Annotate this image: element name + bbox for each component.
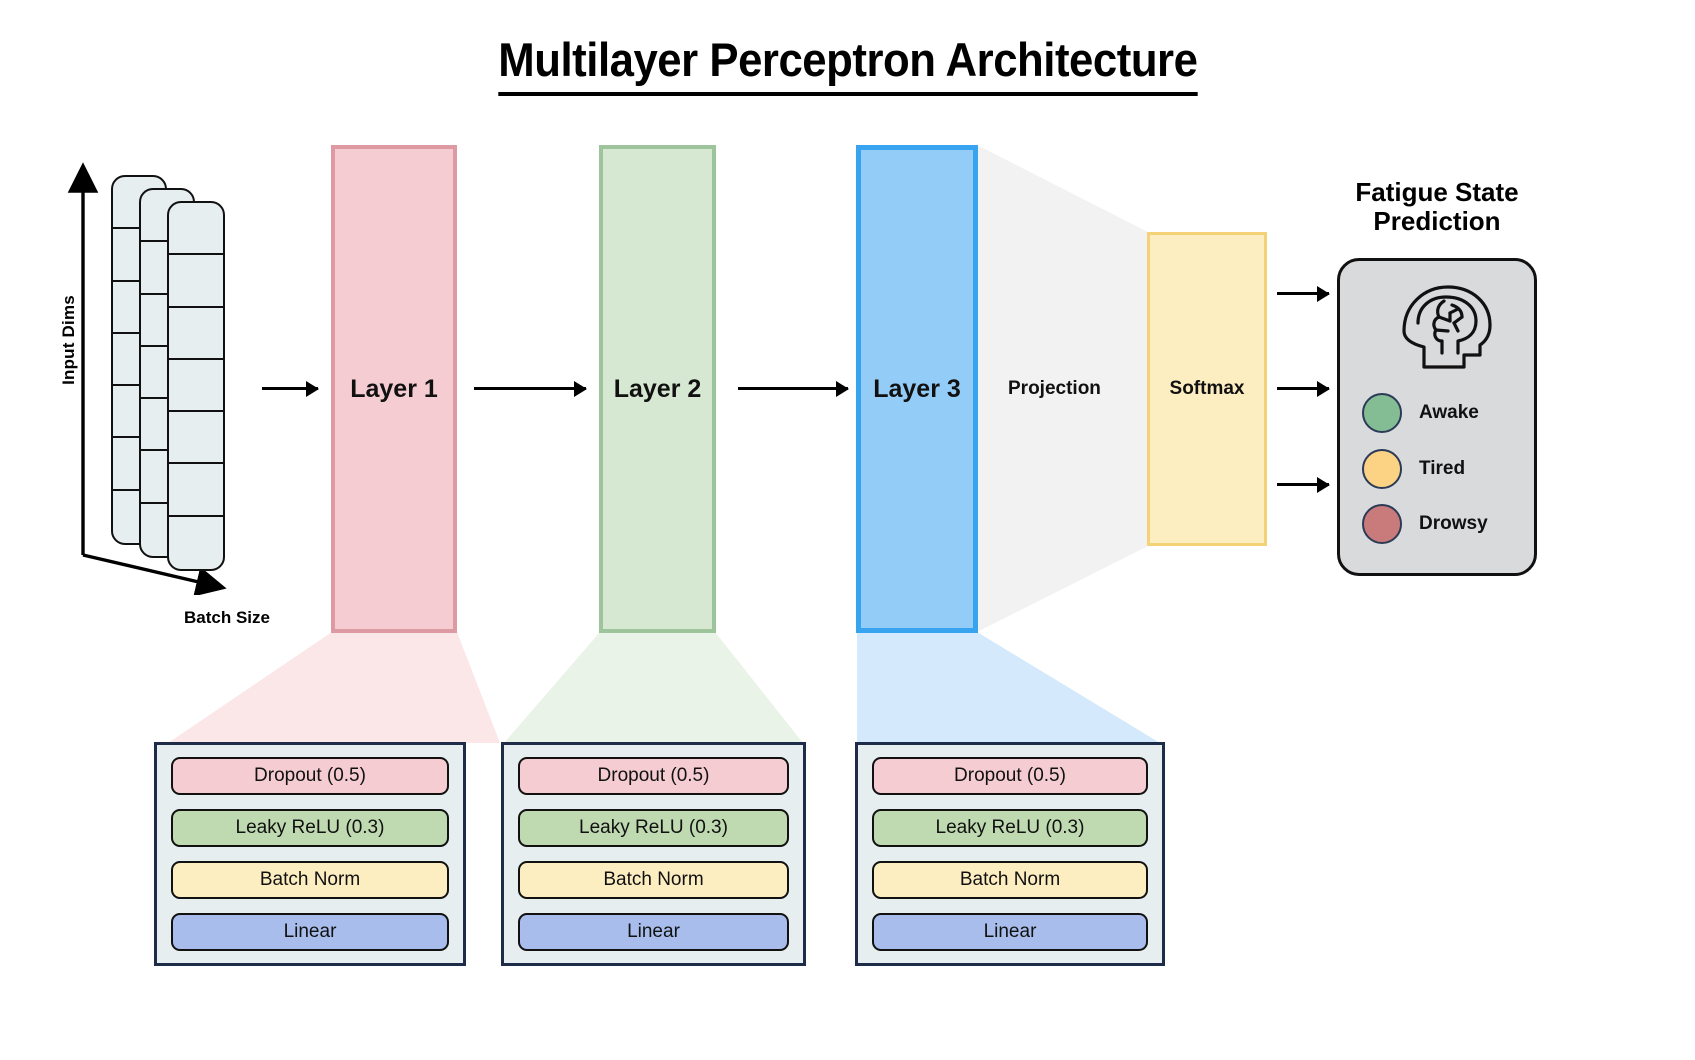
legend-label-tired: Tired <box>1419 458 1466 479</box>
layer-detail-box-1[interactable]: Dropout (0.5) Leaky ReLU (0.3) Batch Nor… <box>154 742 466 966</box>
prediction-title: Fatigue State Prediction <box>1322 177 1552 237</box>
detail-pill-linear[interactable]: Linear <box>872 913 1148 951</box>
flow-arrow-layer1-to-layer2 <box>474 387 586 390</box>
detail-pill-linear-label: Linear <box>283 921 337 942</box>
legend-dot-drowsy <box>1362 504 1402 544</box>
flow-arrow-layer2-to-layer3 <box>738 387 848 390</box>
legend-label-awake: Awake <box>1419 402 1479 423</box>
layer-detail-box-3[interactable]: Dropout (0.5) Leaky ReLU (0.3) Batch Nor… <box>855 742 1165 966</box>
prediction-title-line1: Fatigue State <box>1355 177 1519 207</box>
flow-arrow-softmax-to-prediction-top <box>1277 292 1329 295</box>
projection-label: Projection <box>1008 378 1101 399</box>
layer-2-label: Layer 2 <box>613 374 702 403</box>
detail-pill-dropout[interactable]: Dropout (0.5) <box>518 757 789 795</box>
legend-label-drowsy: Drowsy <box>1419 513 1488 534</box>
detail-pill-batchnorm-label: Batch Norm <box>603 869 704 890</box>
legend-dot-awake <box>1362 393 1402 433</box>
prediction-panel[interactable]: Awake Tired Drowsy <box>1337 258 1537 576</box>
layer-block-3[interactable]: Layer 3 <box>856 145 978 633</box>
detail-pill-leakyrelu[interactable]: Leaky ReLU (0.3) <box>171 809 449 847</box>
softmax-label: Softmax <box>1169 378 1245 399</box>
prediction-title-line2: Prediction <box>1373 206 1501 237</box>
layer-1-label: Layer 1 <box>350 374 438 403</box>
flow-arrow-input-to-layer1 <box>262 387 318 390</box>
detail-pill-linear[interactable]: Linear <box>518 913 789 951</box>
flow-arrow-softmax-to-prediction-low <box>1277 483 1329 486</box>
detail-pill-leakyrelu-label: Leaky ReLU (0.3) <box>235 817 385 838</box>
legend-item-awake[interactable]: Awake <box>1362 393 1479 433</box>
input-dims-label: Input Dims <box>59 295 78 385</box>
legend-dot-tired <box>1362 449 1402 489</box>
tensor-column-front <box>167 201 225 571</box>
batch-size-label: Batch Size <box>184 608 270 627</box>
detail-pill-linear[interactable]: Linear <box>171 913 449 951</box>
detail-pill-batchnorm-label: Batch Norm <box>259 869 361 890</box>
layer-block-1[interactable]: Layer 1 <box>331 145 457 633</box>
page-title: Multilayer Perceptron Architecture <box>0 32 1695 96</box>
legend-item-tired[interactable]: Tired <box>1362 449 1465 489</box>
detail-pill-dropout[interactable]: Dropout (0.5) <box>171 757 449 795</box>
detail-pill-batchnorm-label: Batch Norm <box>959 869 1061 890</box>
detail-pill-batchnorm[interactable]: Batch Norm <box>872 861 1148 899</box>
input-axes <box>67 162 227 595</box>
detail-pill-dropout-label: Dropout (0.5) <box>254 765 366 786</box>
layer-detail-box-2[interactable]: Dropout (0.5) Leaky ReLU (0.3) Batch Nor… <box>501 742 806 966</box>
legend-item-drowsy[interactable]: Drowsy <box>1362 504 1488 544</box>
detail-pill-batchnorm[interactable]: Batch Norm <box>171 861 449 899</box>
softmax-block[interactable]: Softmax <box>1147 232 1267 546</box>
detail-pill-dropout-label: Dropout (0.5) <box>954 765 1066 786</box>
page-title-text: Multilayer Perceptron Architecture <box>497 32 1198 96</box>
detail-pill-linear-label: Linear <box>627 921 680 942</box>
detail-pill-dropout-label: Dropout (0.5) <box>597 765 710 786</box>
detail-pill-linear-label: Linear <box>983 921 1037 942</box>
detail-pill-leakyrelu-label: Leaky ReLU (0.3) <box>579 817 728 838</box>
detail-pill-leakyrelu-label: Leaky ReLU (0.3) <box>935 817 1085 838</box>
detail-pill-batchnorm[interactable]: Batch Norm <box>518 861 789 899</box>
layer-block-2[interactable]: Layer 2 <box>599 145 716 633</box>
detail-pill-dropout[interactable]: Dropout (0.5) <box>872 757 1148 795</box>
brain-head-icon <box>1402 285 1492 369</box>
detail-pill-leakyrelu[interactable]: Leaky ReLU (0.3) <box>518 809 789 847</box>
flow-arrow-softmax-to-prediction-mid <box>1277 387 1329 390</box>
layer-3-label: Layer 3 <box>873 374 961 403</box>
detail-pill-leakyrelu[interactable]: Leaky ReLU (0.3) <box>872 809 1148 847</box>
